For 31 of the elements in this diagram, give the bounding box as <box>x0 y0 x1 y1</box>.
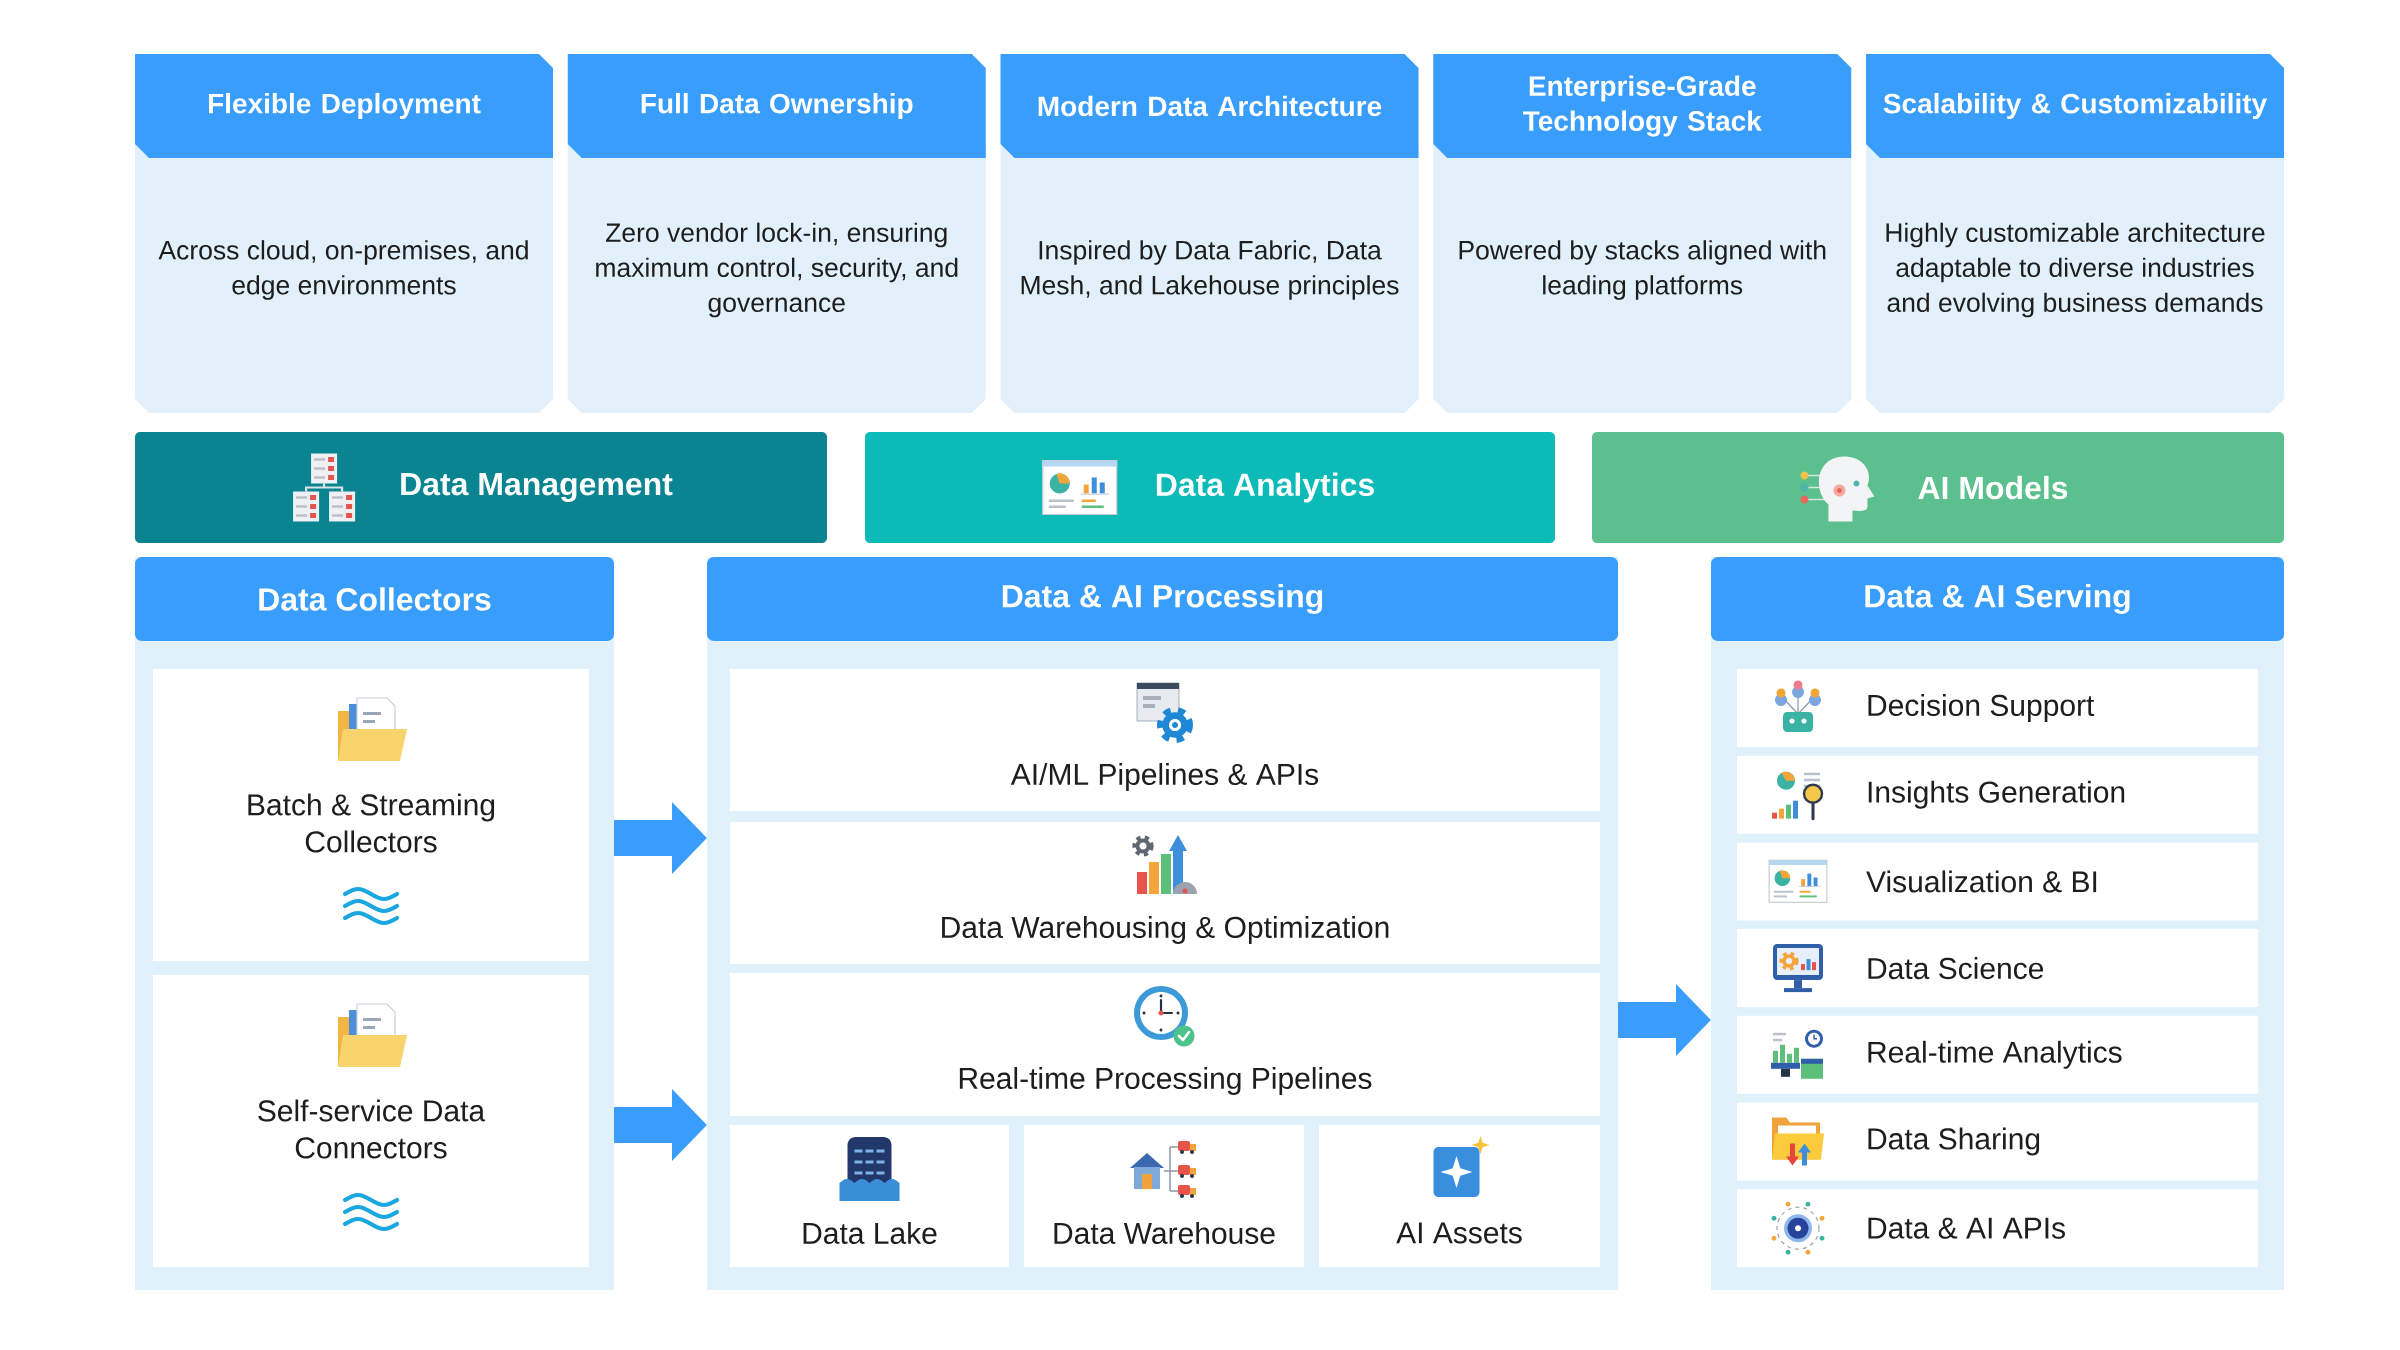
service-row: Visualization & BI <box>1737 842 2258 921</box>
card-header: Enterprise-Grade Technology Stack <box>1433 54 1852 158</box>
service-row: Data Sharing <box>1737 1102 2258 1181</box>
process-box: Real-time Processing Pipelines <box>730 973 1600 1116</box>
card-header: Scalability & Customizability <box>1866 54 2284 158</box>
category-banner: Data Analytics <box>865 432 1555 543</box>
column-header: Data & AI Serving <box>1711 557 2284 641</box>
category-banner: AI Models <box>1592 432 2284 543</box>
category-banner: Data Management <box>135 432 827 543</box>
service-row: Data Science <box>1737 929 2258 1008</box>
collector-box: Self-service Data Connectors <box>153 975 589 1267</box>
card-body: Highly customizable architecture adaptable to diverse industries and evolving business demands <box>1866 144 2284 413</box>
card-body: Zero vendor lock-in, ensuring maximum control, security, and governance <box>567 144 986 413</box>
process-box: Data Lake <box>730 1125 1009 1267</box>
card-body: Powered by stacks aligned with leading platforms <box>1433 144 1852 413</box>
card-body: Across cloud, on-premises, and edge environments <box>135 144 553 413</box>
service-row: Decision Support <box>1737 669 2258 747</box>
column-header: Data Collectors <box>135 557 614 641</box>
collector-box: Batch & Streaming Collectors <box>153 669 589 961</box>
service-row: Data & AI APIs <box>1737 1189 2258 1268</box>
card-body: Inspired by Data Fabric, Data Mesh, and Lakehouse principles <box>1000 144 1419 413</box>
column-header: Data & AI Processing <box>707 557 1618 641</box>
process-box: AI/ML Pipelines & APIs <box>730 669 1600 811</box>
service-row: Real-time Analytics <box>1737 1015 2258 1094</box>
process-box: AI Assets <box>1319 1125 1600 1267</box>
card-header: Flexible Deployment <box>135 54 553 158</box>
process-box: Data Warehouse <box>1024 1125 1304 1267</box>
card-header: Modern Data Architecture <box>1000 54 1419 158</box>
process-box: Data Warehousing & Optimization <box>730 822 1600 964</box>
service-row: Insights Generation <box>1737 755 2258 834</box>
card-header: Full Data Ownership <box>567 54 986 158</box>
